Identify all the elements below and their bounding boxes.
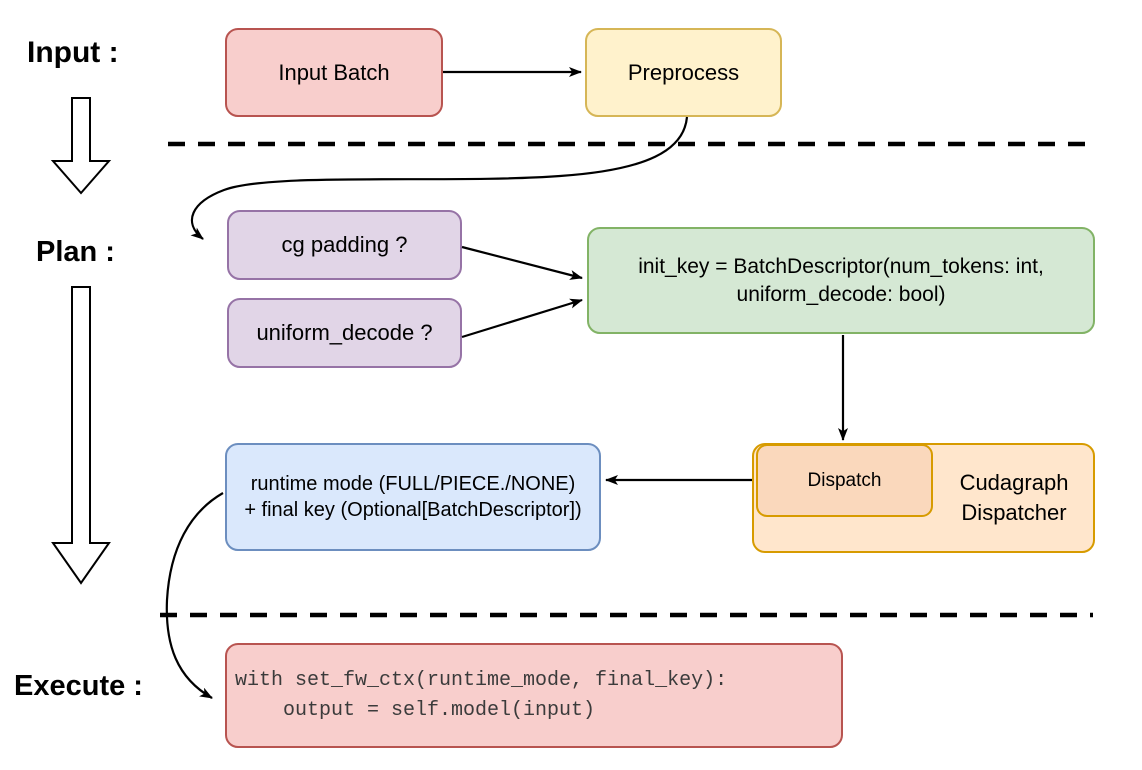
stage-arrow-plan-to-execute-icon — [51, 286, 111, 585]
node-preprocess: Preprocess — [585, 28, 782, 117]
node-dispatch-label: Dispatch — [807, 469, 882, 491]
cudagraph-label-line2: Dispatcher — [961, 500, 1067, 525]
stage-label-input: Input : — [27, 36, 119, 69]
node-init-key-line2: uniform_decode: bool) — [736, 282, 946, 306]
node-dispatch: Dispatch — [756, 444, 933, 517]
stage-arrow-input-to-plan-icon — [50, 97, 112, 195]
node-runtime-mode-line1: runtime mode (FULL/PIECE./NONE) — [250, 472, 576, 495]
cudagraph-label-line1: Cudagraph — [959, 470, 1069, 496]
node-execute-code: with set_fw_ctx(runtime_mode, final_key)… — [225, 643, 843, 748]
arrow-cg-padding-to-init-key — [461, 245, 583, 280]
node-input-batch-label: Input Batch — [278, 59, 390, 85]
node-cg-padding: cg padding ? — [227, 210, 462, 280]
node-init-key: init_key = BatchDescriptor(num_tokens: i… — [587, 227, 1095, 334]
stage-label-plan: Plan : — [36, 236, 115, 268]
node-runtime-mode-line2: + final key (Optional[BatchDescriptor]) — [244, 499, 582, 521]
arrow-uniform-decode-to-init-key — [461, 298, 583, 339]
node-uniform-decode-label: uniform_decode ? — [256, 320, 433, 346]
execute-code-line1: with set_fw_ctx(runtime_mode, final_key)… — [235, 668, 728, 692]
node-cg-padding-label: cg padding ? — [281, 232, 408, 258]
execute-code-line2: output = self.model(input) — [235, 698, 596, 722]
stage-label-execute: Execute : — [14, 670, 143, 702]
arrow-runtime-mode-to-execute-code — [165, 492, 224, 699]
node-uniform-decode: uniform_decode ? — [227, 298, 462, 368]
node-cudagraph-dispatcher-label: Cudagraph Dispatcher — [933, 443, 1095, 553]
node-preprocess-label: Preprocess — [627, 59, 740, 85]
node-init-key-line1: init_key = BatchDescriptor(num_tokens: i… — [638, 254, 1044, 278]
node-runtime-mode: runtime mode (FULL/PIECE./NONE) + final … — [225, 443, 601, 551]
node-input-batch: Input Batch — [225, 28, 443, 117]
